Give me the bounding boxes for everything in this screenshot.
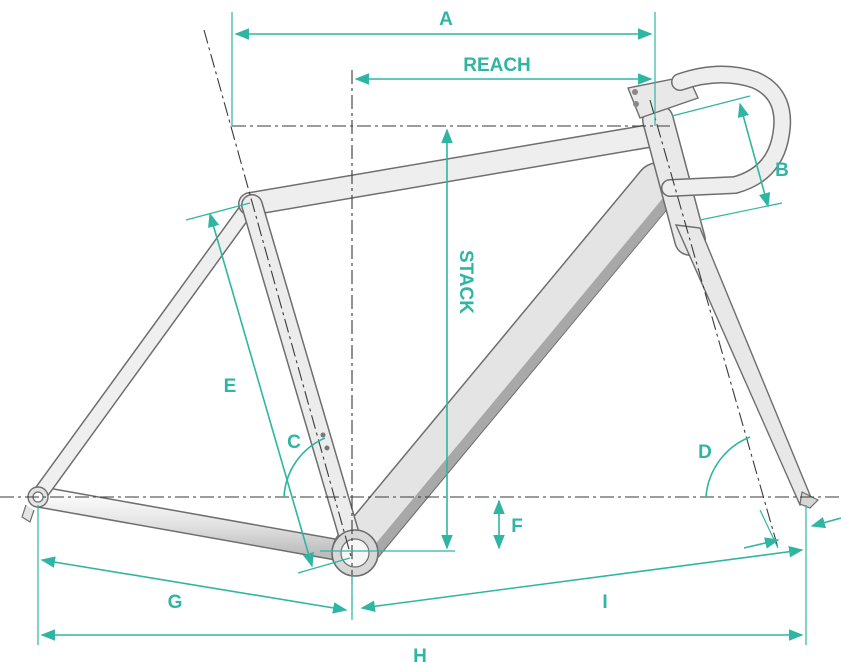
top-tube <box>238 123 667 216</box>
dimension-g-line <box>40 556 348 614</box>
steering-axis <box>649 99 779 549</box>
dimension-i-line <box>360 545 804 613</box>
label-f: F <box>511 516 523 537</box>
label-reach: REACH <box>463 55 531 76</box>
dimensions: A REACH STACK B E C D F <box>37 9 841 667</box>
rear-dropout <box>21 486 49 523</box>
label-c: C <box>287 432 301 453</box>
center-lines <box>0 29 841 615</box>
label-b: B <box>775 160 789 181</box>
label-stack: STACK <box>455 250 476 314</box>
chainstay <box>29 486 366 564</box>
seatstay <box>32 194 260 502</box>
label-a: A <box>439 9 453 30</box>
label-h: H <box>413 646 427 667</box>
label-g: G <box>168 592 183 613</box>
bike-frame <box>21 65 820 577</box>
trail-line <box>810 517 841 529</box>
label-e: E <box>224 376 237 397</box>
dimension-b-line <box>737 102 771 208</box>
head-angle-arc <box>705 436 751 498</box>
dimension-e-line <box>208 212 314 568</box>
fork-offset-line <box>743 537 780 549</box>
bottom-bracket <box>331 529 379 577</box>
fork <box>674 224 820 509</box>
seat-angle-arc <box>283 437 326 498</box>
label-d: D <box>698 442 712 463</box>
label-i: I <box>602 592 607 613</box>
down-tube <box>332 162 681 573</box>
